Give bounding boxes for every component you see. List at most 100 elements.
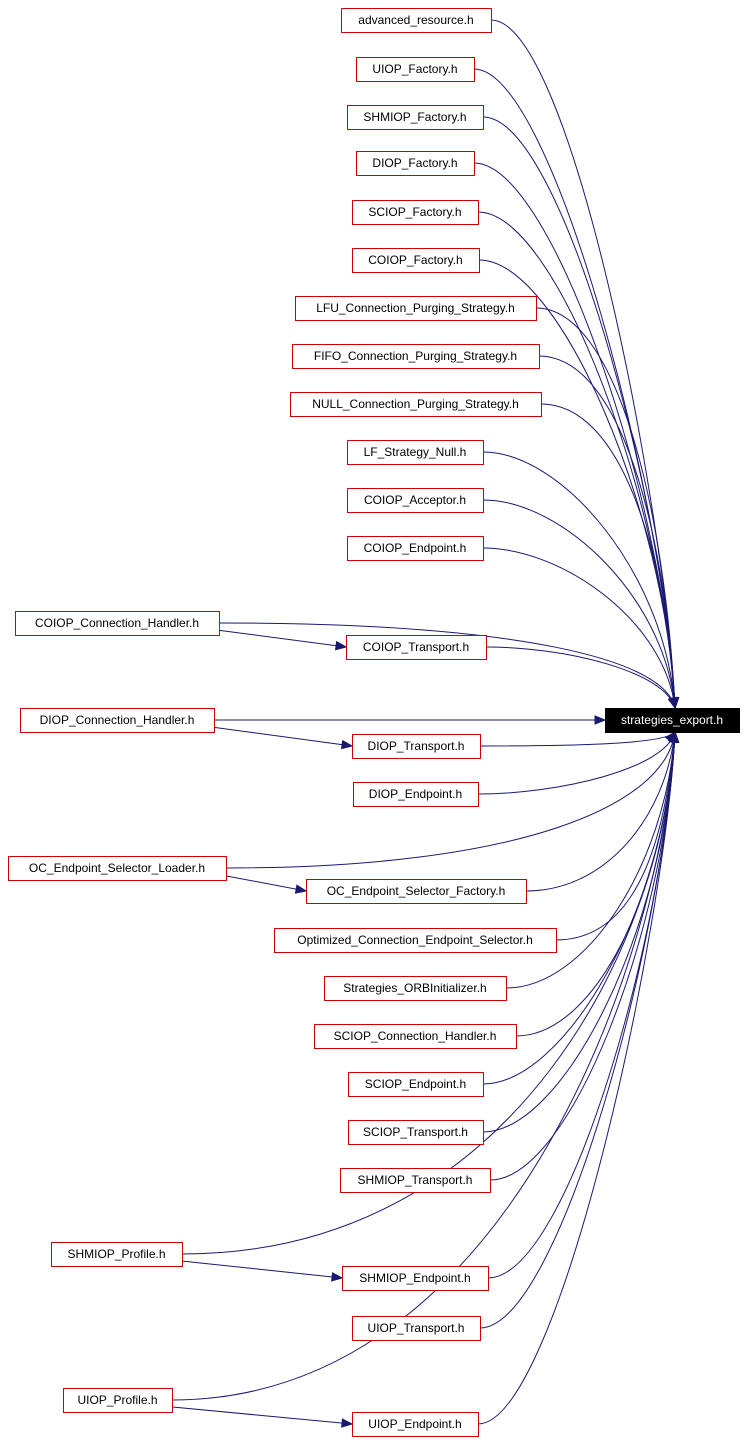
edge-oc-endpoint-selector-factory-to-strategies-export xyxy=(525,731,676,892)
edge-coiop-factory-to-strategies-export xyxy=(478,259,676,709)
node-box xyxy=(352,248,480,273)
node-label: DIOP_Endpoint.h xyxy=(369,787,462,801)
node-shmiop-transport[interactable]: SHMIOP_Transport.h xyxy=(340,1168,491,1193)
node-strategies-orbinitializer[interactable]: Strategies_ORBInitializer.h xyxy=(324,976,507,1001)
node-label: SHMIOP_Profile.h xyxy=(67,1247,165,1261)
node-box xyxy=(292,344,540,369)
node-box xyxy=(341,8,492,33)
edge-shmiop-factory-to-strategies-export xyxy=(482,116,676,709)
target-node-strategies-export[interactable]: strategies_export.h xyxy=(605,708,740,733)
node-box xyxy=(274,928,557,953)
node-coiop-endpoint[interactable]: COIOP_Endpoint.h xyxy=(347,536,484,561)
node-diop-factory[interactable]: DIOP_Factory.h xyxy=(356,151,475,176)
edge-oc-endpoint-selector-loader-to-oc-endpoint-selector-factory xyxy=(215,873,307,892)
edge-coiop-endpoint-to-strategies-export xyxy=(482,547,676,709)
node-uiop-endpoint[interactable]: UIOP_Endpoint.h xyxy=(352,1412,479,1437)
edge-diop-endpoint-to-strategies-export xyxy=(477,731,676,795)
node-label: COIOP_Transport.h xyxy=(363,640,469,654)
edge-diop-factory-to-strategies-export xyxy=(473,162,676,709)
node-sciop-factory[interactable]: SCIOP_Factory.h xyxy=(352,200,479,225)
node-label: Strategies_ORBInitializer.h xyxy=(343,981,486,995)
node-label: Optimized_Connection_Endpoint_Selector.h xyxy=(297,933,533,947)
node-label: UIOP_Profile.h xyxy=(77,1393,157,1407)
node-box xyxy=(352,734,481,759)
node-diop-connection-handler[interactable]: DIOP_Connection_Handler.h xyxy=(20,708,215,733)
node-box xyxy=(347,488,484,513)
node-label: LFU_Connection_Purging_Strategy.h xyxy=(316,301,515,315)
node-box xyxy=(20,708,215,733)
node-coiop-connection-handler[interactable]: COIOP_Connection_Handler.h xyxy=(15,611,220,636)
node-box xyxy=(347,105,484,130)
edge-coiop-connection-handler-to-coiop-transport xyxy=(208,628,347,648)
node-optimized-connection-endpoint-selector[interactable]: Optimized_Connection_Endpoint_Selector.h xyxy=(274,928,557,953)
node-label: UIOP_Endpoint.h xyxy=(368,1417,461,1431)
node-label: FIFO_Connection_Purging_Strategy.h xyxy=(314,349,517,363)
edge-shmiop-profile-to-shmiop-endpoint xyxy=(171,1259,343,1279)
node-label: SHMIOP_Transport.h xyxy=(358,1173,473,1187)
node-label: DIOP_Transport.h xyxy=(368,739,465,753)
arrowhead xyxy=(594,715,607,725)
node-uiop-factory[interactable]: UIOP_Factory.h xyxy=(356,57,475,82)
node-lf-strategy-null[interactable]: LF_Strategy_Null.h xyxy=(347,440,484,465)
node-label: NULL_Connection_Purging_Strategy.h xyxy=(312,397,519,411)
node-label: SHMIOP_Factory.h xyxy=(363,110,466,124)
node-uiop-transport[interactable]: UIOP_Transport.h xyxy=(352,1316,481,1341)
node-box xyxy=(347,440,484,465)
node-null-connection-purging-strategy[interactable]: NULL_Connection_Purging_Strategy.h xyxy=(290,392,542,417)
arrowhead xyxy=(669,730,680,743)
edge-shmiop-profile-to-strategies-export xyxy=(181,731,676,1255)
node-label: SCIOP_Connection_Handler.h xyxy=(334,1029,497,1043)
node-label: DIOP_Connection_Handler.h xyxy=(40,713,195,727)
edges-layer xyxy=(161,19,680,1428)
edge-lf-strategy-null-to-strategies-export xyxy=(482,451,676,709)
target-node-box xyxy=(605,708,740,733)
node-coiop-factory[interactable]: COIOP_Factory.h xyxy=(352,248,480,273)
node-shmiop-endpoint[interactable]: SHMIOP_Endpoint.h xyxy=(342,1266,489,1291)
node-box xyxy=(348,1120,484,1145)
node-box xyxy=(15,611,220,636)
edge-oc-endpoint-selector-loader-to-strategies-export xyxy=(225,731,676,869)
arrowhead xyxy=(340,739,354,750)
arrowhead xyxy=(667,696,677,710)
node-uiop-profile[interactable]: UIOP_Profile.h xyxy=(63,1388,173,1413)
node-box xyxy=(8,856,227,881)
arrowhead xyxy=(331,1272,344,1282)
node-lfu-connection-purging-strategy[interactable]: LFU_Connection_Purging_Strategy.h xyxy=(295,296,537,321)
node-shmiop-factory[interactable]: SHMIOP_Factory.h xyxy=(347,105,484,130)
node-label: OC_Endpoint_Selector_Loader.h xyxy=(29,861,205,875)
node-shmiop-profile[interactable]: SHMIOP_Profile.h xyxy=(51,1242,183,1267)
node-advanced-resource[interactable]: advanced_resource.h xyxy=(341,8,492,33)
node-sciop-connection-handler[interactable]: SCIOP_Connection_Handler.h xyxy=(314,1024,517,1049)
node-box xyxy=(352,1412,479,1437)
node-diop-transport[interactable]: DIOP_Transport.h xyxy=(352,734,481,759)
node-label: SHMIOP_Endpoint.h xyxy=(359,1271,470,1285)
node-box xyxy=(352,200,479,225)
node-oc-endpoint-selector-factory[interactable]: OC_Endpoint_Selector_Factory.h xyxy=(306,879,527,904)
edge-diop-connection-handler-to-diop-transport xyxy=(203,725,353,747)
node-sciop-endpoint[interactable]: SCIOP_Endpoint.h xyxy=(348,1072,484,1097)
edge-null-connection-purging-strategy-to-strategies-export xyxy=(540,403,676,709)
arrowhead xyxy=(294,884,308,894)
edge-uiop-profile-to-strategies-export xyxy=(171,731,676,1401)
node-box xyxy=(290,392,542,417)
node-oc-endpoint-selector-loader[interactable]: OC_Endpoint_Selector_Loader.h xyxy=(8,856,227,881)
node-label: COIOP_Acceptor.h xyxy=(364,493,466,507)
arrowhead xyxy=(341,1418,354,1428)
target-node-label: strategies_export.h xyxy=(621,713,723,727)
node-box xyxy=(295,296,537,321)
edge-uiop-profile-to-uiop-endpoint xyxy=(161,1405,353,1425)
node-sciop-transport[interactable]: SCIOP_Transport.h xyxy=(348,1120,484,1145)
node-coiop-transport[interactable]: COIOP_Transport.h xyxy=(346,635,487,660)
edge-coiop-connection-handler-to-strategies-export xyxy=(218,622,676,709)
node-diop-endpoint[interactable]: DIOP_Endpoint.h xyxy=(353,782,479,807)
node-box xyxy=(348,1072,484,1097)
node-box xyxy=(314,1024,517,1049)
node-label: OC_Endpoint_Selector_Factory.h xyxy=(327,884,506,898)
edge-coiop-transport-to-strategies-export xyxy=(485,646,676,709)
node-fifo-connection-purging-strategy[interactable]: FIFO_Connection_Purging_Strategy.h xyxy=(292,344,540,369)
node-coiop-acceptor[interactable]: COIOP_Acceptor.h xyxy=(347,488,484,513)
node-box xyxy=(347,536,484,561)
node-box xyxy=(306,879,527,904)
edge-shmiop-transport-to-strategies-export xyxy=(489,731,676,1181)
